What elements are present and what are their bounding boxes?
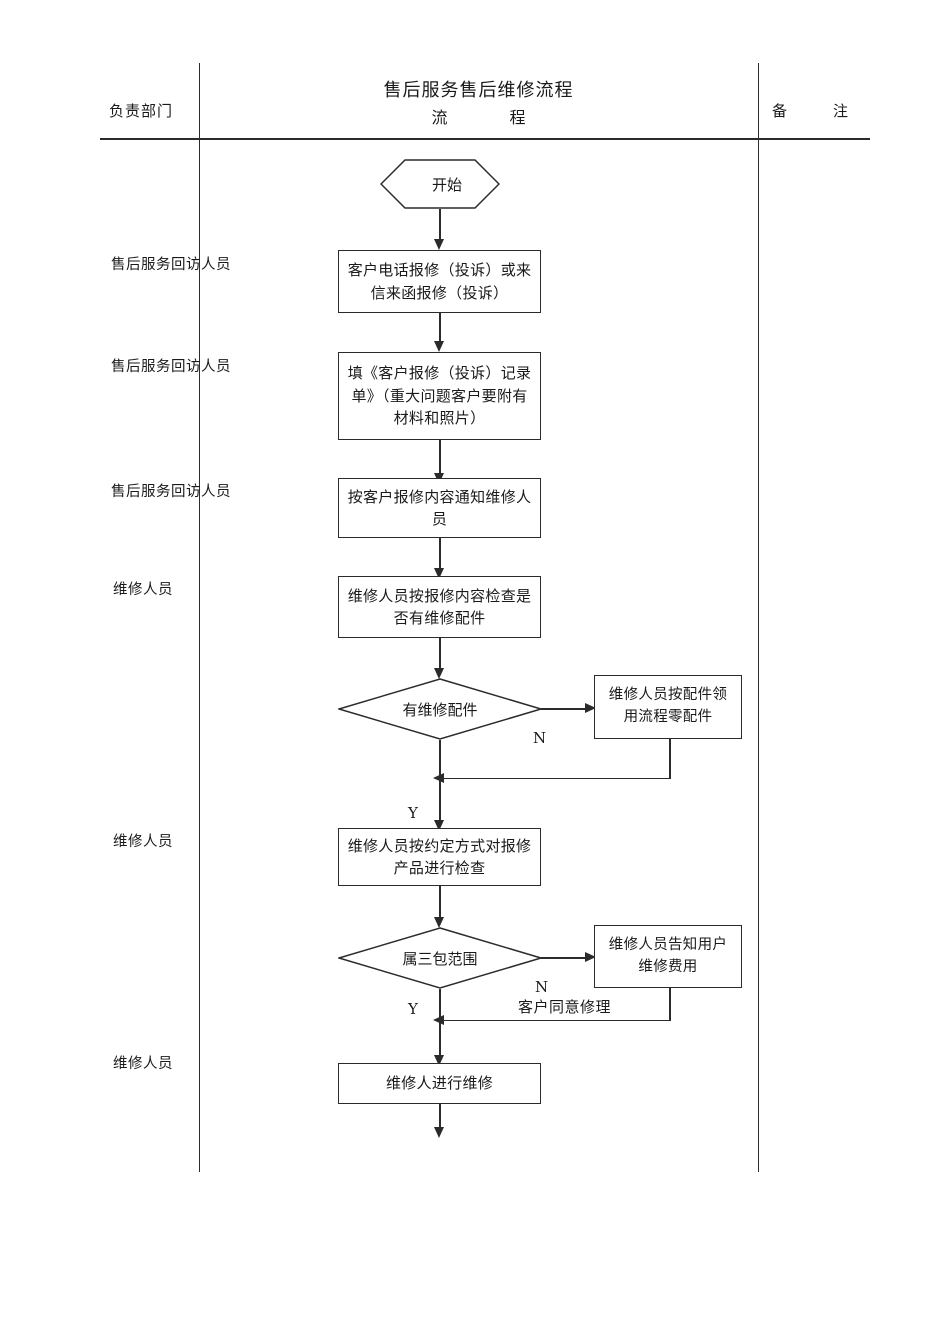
node-decision-2[interactable]: 属三包范围	[338, 927, 542, 989]
connector-side2-return-vertical	[669, 988, 671, 1021]
connector-step5-to-decision2	[439, 886, 441, 919]
table-divider-right	[758, 63, 759, 1172]
node-side-1[interactable]: 维修人员按配件领用流程零配件	[594, 675, 742, 739]
branch-label-decision1-no: N	[533, 729, 547, 747]
connector-step2-to-step3	[439, 440, 441, 475]
arrow-step1-to-step2	[434, 341, 445, 352]
node-decision-1[interactable]: 有维修配件	[338, 678, 542, 740]
column-header-process-subtitle: 流程	[199, 104, 758, 128]
node-step-1[interactable]: 客户电话报修（投诉）或来信来函报修（投诉）	[338, 250, 541, 313]
process-subtitle-left: 流	[431, 108, 448, 127]
column-header-department: 负责部门	[109, 102, 174, 120]
arrow-decision2-to-side2	[585, 951, 596, 962]
role-label-2: 售后服务回访人员	[111, 359, 231, 375]
arrow-step4-to-decision1	[434, 668, 445, 679]
node-step-3[interactable]: 按客户报修内容通知维修人员	[338, 478, 541, 538]
role-label-4: 维修人员	[113, 582, 173, 598]
connector-start-to-step1	[439, 209, 441, 240]
role-label-3: 售后服务回访人员	[111, 484, 231, 500]
hexagon-shape	[380, 159, 500, 209]
node-step-6[interactable]: 维修人进行维修	[338, 1063, 541, 1104]
table-header-rule	[100, 138, 870, 140]
process-subtitle-right: 程	[509, 108, 526, 127]
remark-header-left: 备	[772, 102, 788, 120]
edge-label-customer-agrees: 客户同意修理	[518, 998, 612, 1016]
branch-label-decision2-yes: Y	[408, 1000, 418, 1018]
connector-decision2-yes	[439, 989, 441, 1059]
connector-side1-return-vertical	[669, 739, 671, 779]
arrow-side2-return	[433, 1014, 444, 1025]
arrow-decision1-to-step5	[434, 820, 445, 831]
arrow-decision2-to-step6	[434, 1055, 445, 1066]
arrow-step3-to-step4	[434, 568, 445, 579]
connector-decision1-yes	[439, 740, 441, 824]
arrow-step5-to-decision2	[434, 917, 445, 928]
column-header-process-title: 售后服务售后维修流程	[383, 80, 574, 101]
connector-decision1-to-side1	[541, 708, 589, 710]
arrow-decision1-to-side1	[585, 702, 596, 713]
branch-label-decision2-no: N	[535, 978, 549, 996]
table-divider-left	[199, 63, 200, 1172]
diamond-shape	[338, 678, 542, 740]
arrow-step6-outgoing	[434, 1127, 445, 1138]
connector-side2-return-horizontal	[443, 1019, 670, 1022]
connector-step4-to-decision1	[439, 638, 441, 670]
node-side-2[interactable]: 维修人员告知用户维修费用	[594, 925, 742, 988]
node-step-2[interactable]: 填《客户报修（投诉）记录单》（重大问题客户要附有材料和照片）	[338, 352, 541, 440]
role-label-6: 维修人员	[113, 1056, 173, 1072]
column-header-remark: 备注	[772, 100, 848, 121]
node-start-label: 开始	[431, 175, 462, 194]
node-start[interactable]: 开始	[380, 159, 500, 209]
role-label-5: 维修人员	[113, 834, 173, 850]
arrow-side1-return	[433, 772, 444, 783]
connector-decision2-to-side2	[541, 957, 589, 959]
connector-step3-to-step4	[439, 538, 441, 570]
remark-header-right: 注	[833, 102, 849, 120]
node-decision-1-label: 有维修配件	[402, 700, 478, 719]
diamond-shape	[338, 927, 542, 989]
connector-step1-to-step2	[439, 313, 441, 343]
connector-side1-return-horizontal	[443, 777, 670, 780]
node-step-5[interactable]: 维修人员按约定方式对报修产品进行检查	[338, 828, 541, 886]
arrow-start-to-step1	[434, 239, 445, 250]
role-label-1: 售后服务回访人员	[111, 257, 231, 273]
connector-step6-outgoing	[439, 1104, 441, 1131]
node-step-4[interactable]: 维修人员按报修内容检查是否有维修配件	[338, 576, 541, 638]
branch-label-decision1-yes: Y	[408, 804, 418, 822]
node-decision-2-label: 属三包范围	[402, 949, 478, 968]
